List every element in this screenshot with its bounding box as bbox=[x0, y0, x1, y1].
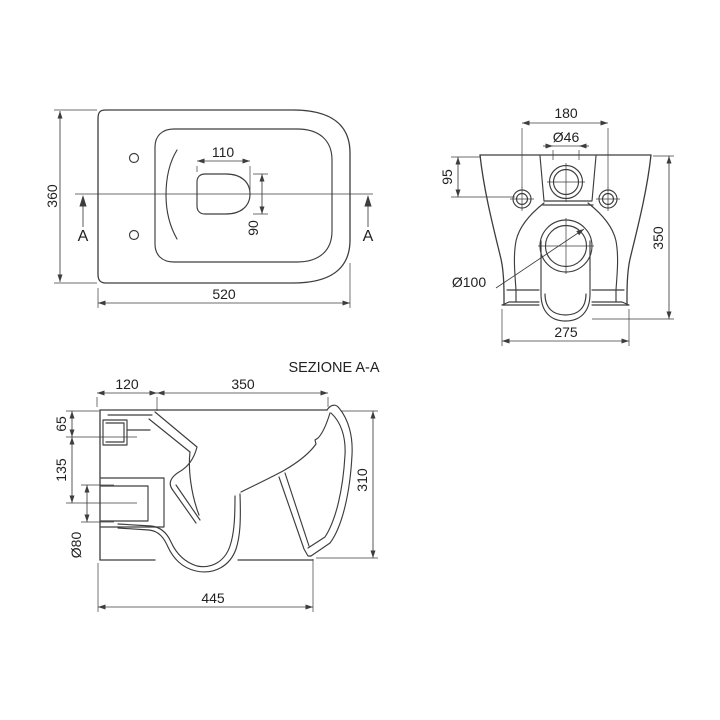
dim-275-label: 275 bbox=[554, 324, 578, 340]
section-front-outer-wall bbox=[310, 404, 353, 557]
section-weir bbox=[171, 484, 201, 524]
dim-180-label: 180 bbox=[554, 105, 578, 121]
section-trap-inner bbox=[117, 495, 236, 568]
fixing-hole-top bbox=[128, 152, 140, 164]
plan-rim-outline bbox=[154, 128, 333, 263]
dim-65-label: 65 bbox=[53, 416, 69, 432]
plan-drain-hole bbox=[196, 173, 251, 215]
dim-110-label: 110 bbox=[212, 144, 235, 160]
dim-360-label: 360 bbox=[44, 184, 60, 208]
rear-base-lines bbox=[501, 289, 630, 306]
inlet-crosshair bbox=[547, 163, 585, 202]
dim-445-label: 445 bbox=[201, 590, 225, 606]
section-view: SEZIONE A-A 120 350 65 135 Ø80 bbox=[53, 360, 380, 612]
rear-inner-contour-right bbox=[587, 202, 619, 303]
section-arrow-head bbox=[364, 195, 372, 207]
rear-inner-contour-left bbox=[513, 202, 545, 303]
plan-bowl-arc bbox=[165, 149, 178, 240]
leader-line-100 bbox=[495, 228, 585, 289]
section-front-inner-wall bbox=[307, 412, 346, 549]
section-trap-outer bbox=[117, 493, 241, 573]
fixing-hole-right-crosshair bbox=[596, 187, 620, 211]
rear-trap-bulge-inner bbox=[544, 293, 587, 316]
section-outlet-strut bbox=[278, 472, 312, 557]
rear-trap-bulge bbox=[540, 240, 591, 322]
ext-line bbox=[54, 109, 97, 284]
dim-135-label: 135 bbox=[53, 458, 69, 482]
section-title: SEZIONE A-A bbox=[288, 360, 379, 376]
section-arrow-head bbox=[79, 195, 87, 207]
dim-95-label: 95 bbox=[439, 169, 455, 185]
ext-line bbox=[96, 397, 329, 411]
inlet-flange bbox=[539, 155, 597, 206]
rear-left-edge bbox=[479, 154, 505, 306]
section-marker-left: A bbox=[78, 195, 89, 245]
section-bowl-surface bbox=[240, 412, 331, 493]
fixing-hole-left-crosshair bbox=[510, 187, 534, 211]
dim-100-label: Ø100 bbox=[452, 274, 486, 290]
dim-90-label: 90 bbox=[245, 220, 261, 236]
rear-view: 180 Ø46 95 350 Ø100 275 bbox=[439, 105, 674, 346]
fixing-hole-bottom bbox=[128, 229, 140, 241]
ext-line bbox=[196, 166, 251, 190]
dim-350-rear-label: 350 bbox=[650, 226, 666, 250]
section-letter-right: A bbox=[363, 228, 374, 245]
dim-120-label: 120 bbox=[115, 376, 139, 392]
outlet-crosshair bbox=[538, 218, 594, 274]
plan-view: 360 520 110 90 A A bbox=[44, 109, 374, 308]
ext-line bbox=[552, 150, 580, 160]
ext-line bbox=[521, 128, 609, 188]
dim-350-section-label: 350 bbox=[231, 376, 255, 392]
inlet-spud bbox=[102, 414, 153, 446]
section-flush-channel bbox=[169, 446, 200, 516]
dim-520-label: 520 bbox=[212, 286, 236, 302]
plan-body-outline bbox=[97, 109, 351, 284]
section-letter-left: A bbox=[78, 228, 89, 245]
rear-right-edge bbox=[626, 154, 652, 306]
dim-46-label: Ø46 bbox=[553, 129, 580, 145]
inlet-spud-diagonals bbox=[148, 411, 198, 453]
ext-line bbox=[81, 484, 114, 523]
dim-80-label: Ø80 bbox=[68, 532, 84, 559]
section-marker-right: A bbox=[363, 195, 374, 245]
ext-line bbox=[97, 559, 314, 612]
outlet-socket bbox=[100, 477, 165, 528]
dim-310-label: 310 bbox=[354, 468, 370, 492]
